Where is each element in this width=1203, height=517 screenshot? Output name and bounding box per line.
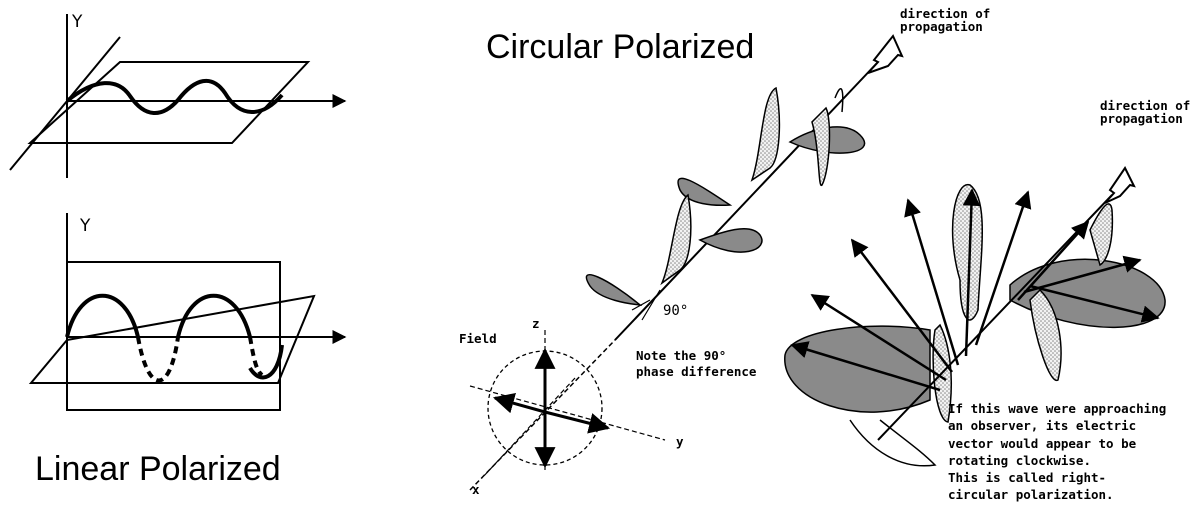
rotation-note: If this wave were approaching an observe… (948, 400, 1166, 504)
linear-bottom-wave-dashed (138, 337, 262, 381)
propagation-arrow-2 (1105, 168, 1134, 203)
field-x-label: x (472, 484, 480, 497)
e-vector-6 (976, 192, 1028, 345)
phase-note: Note the 90° phase difference (636, 348, 756, 381)
circular-title: Circular Polarized (486, 30, 754, 64)
linear-bottom-diagram (31, 213, 345, 410)
phase-angle-label: 90° (663, 304, 688, 318)
propagation-arrow-1 (868, 36, 902, 73)
linear-top-plane (30, 62, 308, 143)
propagation-label-1: direction of propagation (900, 8, 990, 33)
field-label: Field (459, 333, 497, 346)
linear-bottom-wave-upper (67, 296, 250, 337)
linear-bottom-y-label: Y (80, 218, 90, 235)
wave-lobe-h2 (700, 229, 762, 252)
wave-lobe-v2 (752, 88, 779, 180)
linear-top-z-axis (10, 37, 120, 170)
field-y-label: y (676, 436, 684, 449)
field-z-label: z (532, 318, 540, 331)
spiral-shaded-lobe-1 (785, 326, 930, 412)
linear-top-diagram (10, 14, 345, 178)
linear-bottom-horizontal-plane (31, 296, 314, 383)
wave-lobe-v1 (662, 195, 691, 283)
linear-top-y-label: Y (72, 14, 82, 31)
linear-top-wave (67, 81, 282, 113)
field-y-axis (470, 386, 665, 440)
propagation-label-2: direction of propagation (1100, 100, 1190, 125)
linear-title: Linear Polarized (35, 452, 281, 486)
wave-lobe-h1 (586, 275, 640, 305)
